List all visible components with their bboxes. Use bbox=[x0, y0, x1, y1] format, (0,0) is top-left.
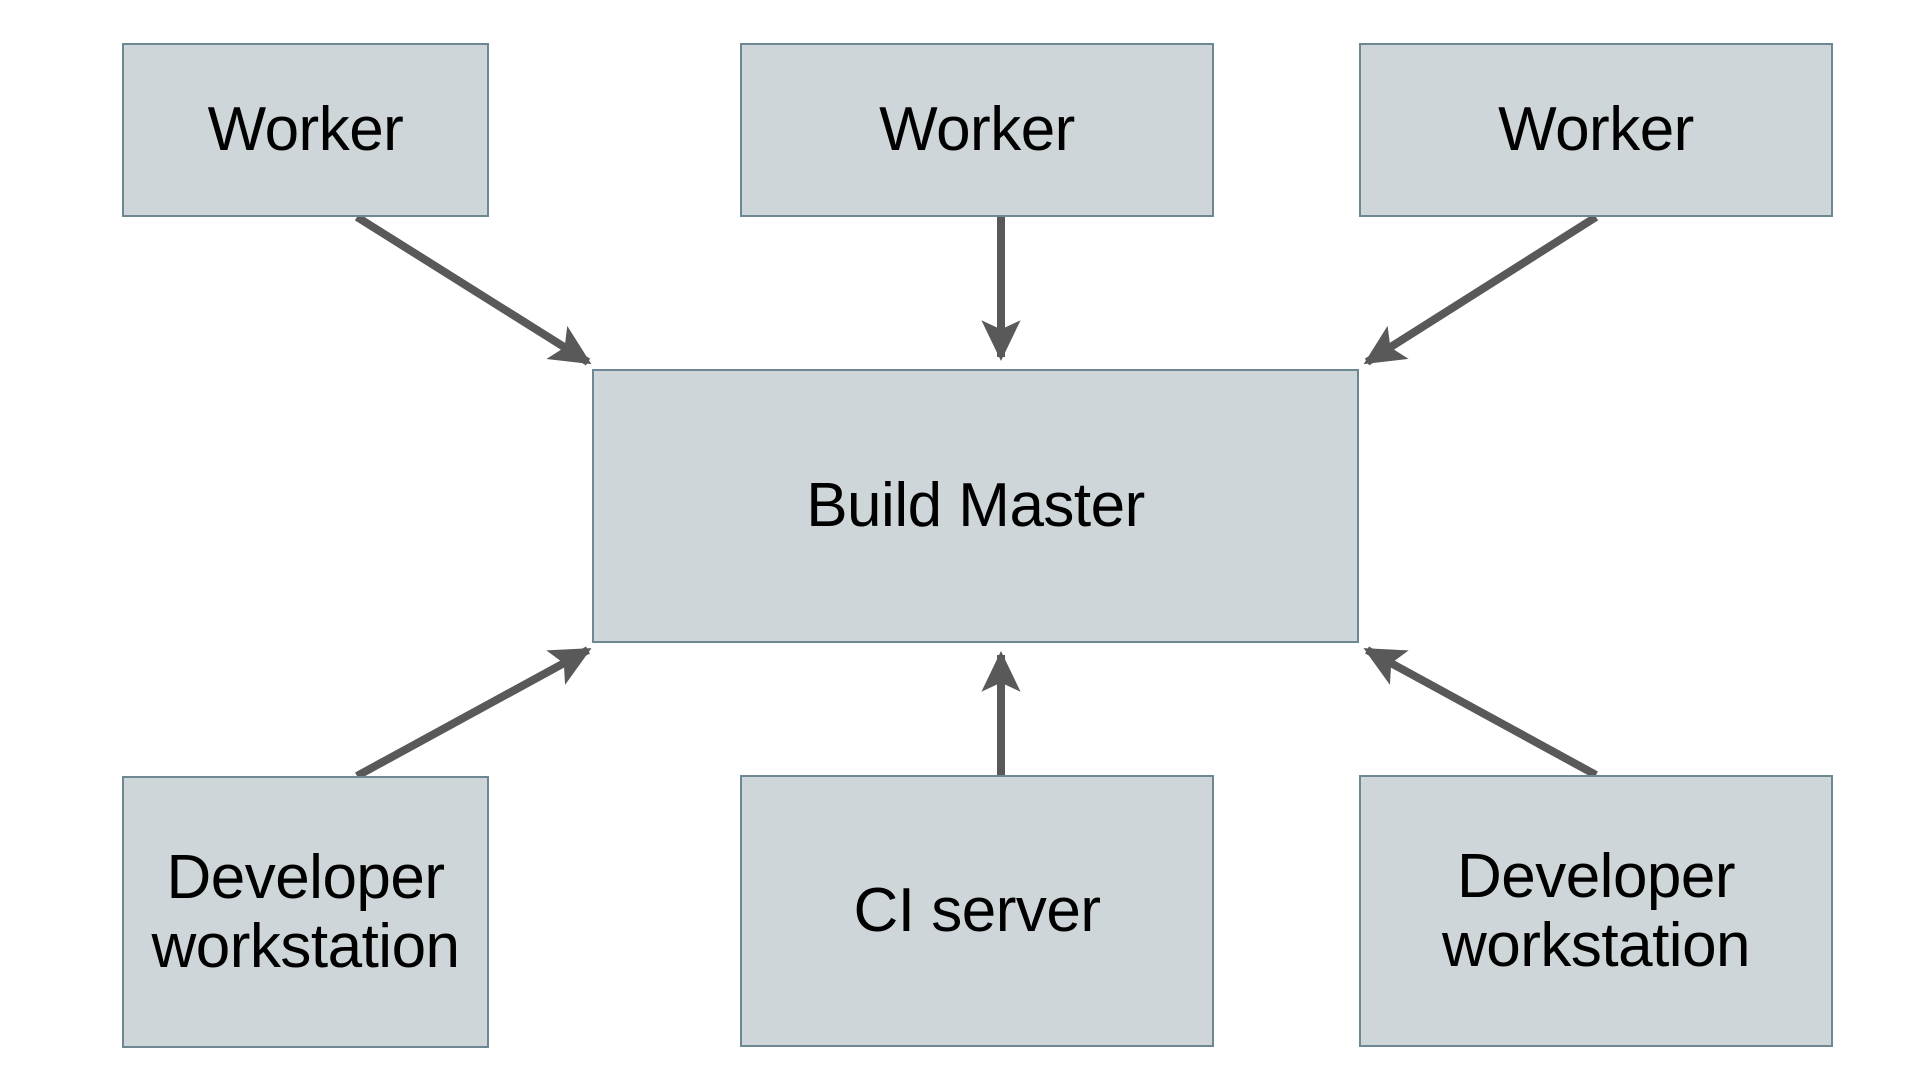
node-developer-workstation-right[interactable]: Developer workstation bbox=[1359, 775, 1833, 1047]
node-worker-2[interactable]: Worker bbox=[740, 43, 1214, 217]
node-worker-3-label: Worker bbox=[1498, 95, 1694, 165]
node-developer-workstation-left[interactable]: Developer workstation bbox=[122, 776, 489, 1048]
node-ci-server[interactable]: CI server bbox=[740, 775, 1214, 1047]
edge-dev-left-to-build-master bbox=[355, 646, 592, 780]
node-worker-3[interactable]: Worker bbox=[1359, 43, 1833, 217]
edge-dev-right-to-build-master bbox=[1363, 646, 1598, 779]
node-developer-workstation-left-label: Developer workstation bbox=[151, 842, 460, 981]
node-build-master-label: Build Master bbox=[806, 471, 1145, 541]
node-build-master[interactable]: Build Master bbox=[592, 369, 1359, 643]
edge-worker-3-to-build-master bbox=[1363, 213, 1599, 366]
node-worker-2-label: Worker bbox=[879, 95, 1075, 165]
node-ci-server-label: CI server bbox=[853, 876, 1101, 946]
node-worker-1[interactable]: Worker bbox=[122, 43, 489, 217]
node-developer-workstation-right-label: Developer workstation bbox=[1441, 841, 1751, 980]
edge-worker-1-to-build-master bbox=[354, 213, 592, 366]
node-worker-1-label: Worker bbox=[207, 95, 404, 165]
